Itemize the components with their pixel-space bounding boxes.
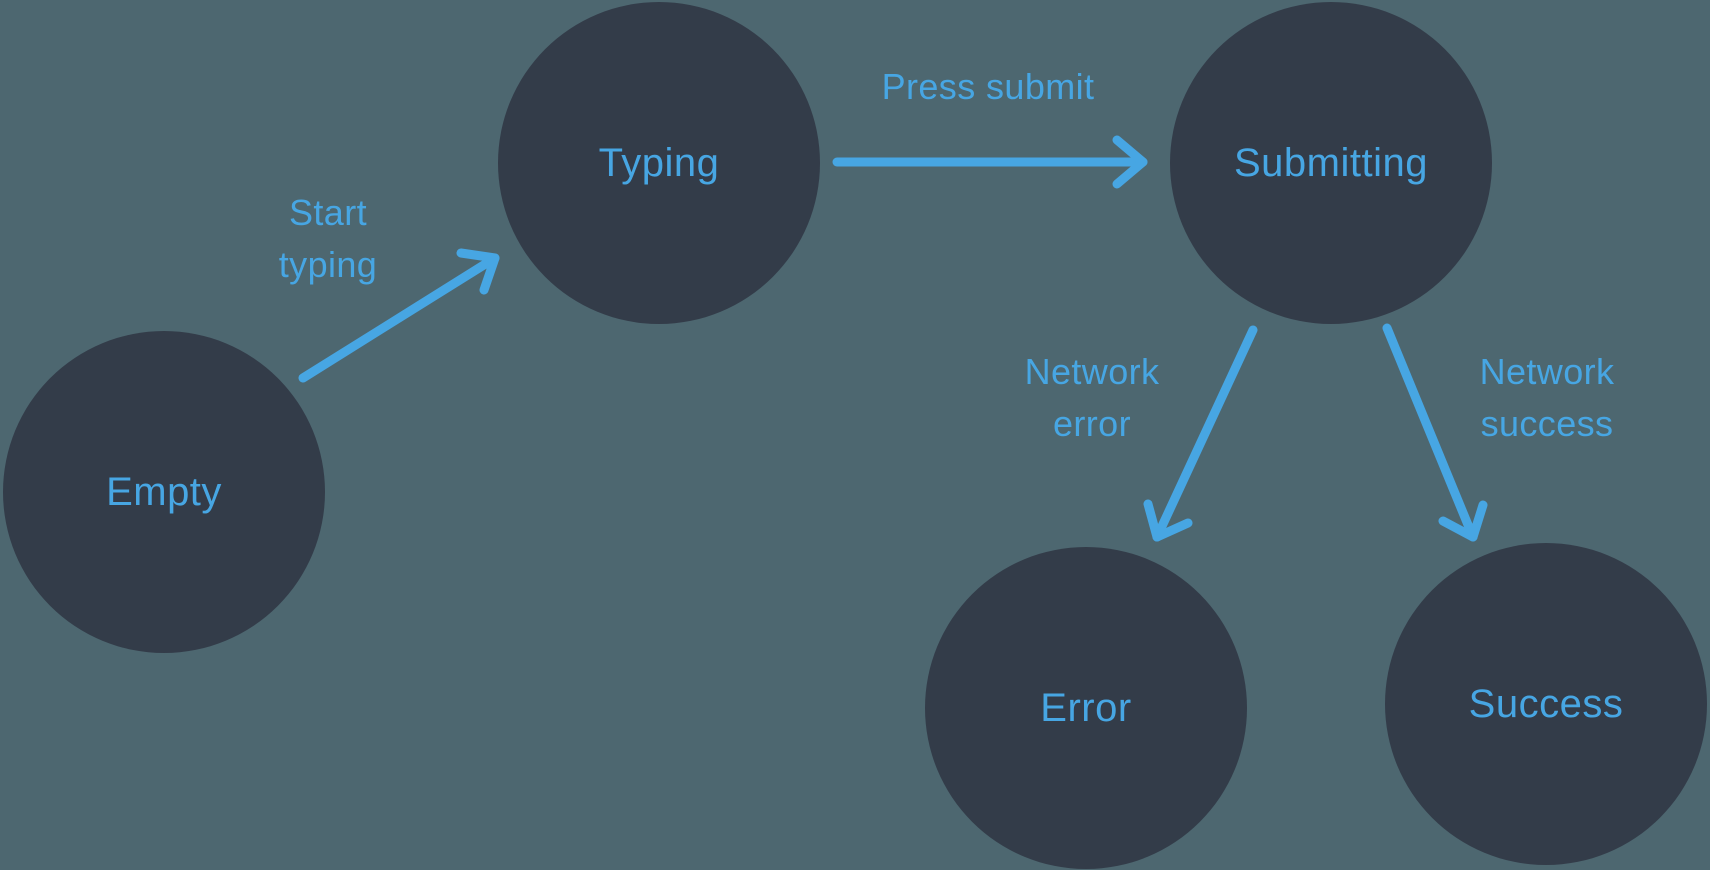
edge-label-network-success: Network success	[1479, 351, 1615, 444]
node-submitting: Submitting	[1170, 2, 1492, 324]
edge-typing-submitting	[832, 135, 1148, 189]
node-label: Typing	[598, 140, 720, 185]
arrow-head-icon	[456, 248, 500, 295]
arrow-head-icon	[1143, 499, 1193, 542]
node-empty: Empty	[3, 331, 325, 653]
edge-label-network-error: Network error	[1024, 351, 1160, 444]
node-success: Success	[1385, 543, 1707, 865]
node-error: Error	[925, 547, 1247, 869]
node-label: Success	[1468, 681, 1624, 726]
node-label: Empty	[106, 469, 222, 514]
arrow-head-icon	[1438, 500, 1488, 542]
node-label: Error	[1040, 685, 1132, 730]
edge-label-press-submit: Press submit	[881, 66, 1095, 107]
node-typing: Typing	[498, 2, 820, 324]
arrow-head-icon	[1112, 135, 1148, 189]
node-label: Submitting	[1234, 140, 1428, 185]
edge-label-start-typing: Start typing	[278, 192, 378, 285]
